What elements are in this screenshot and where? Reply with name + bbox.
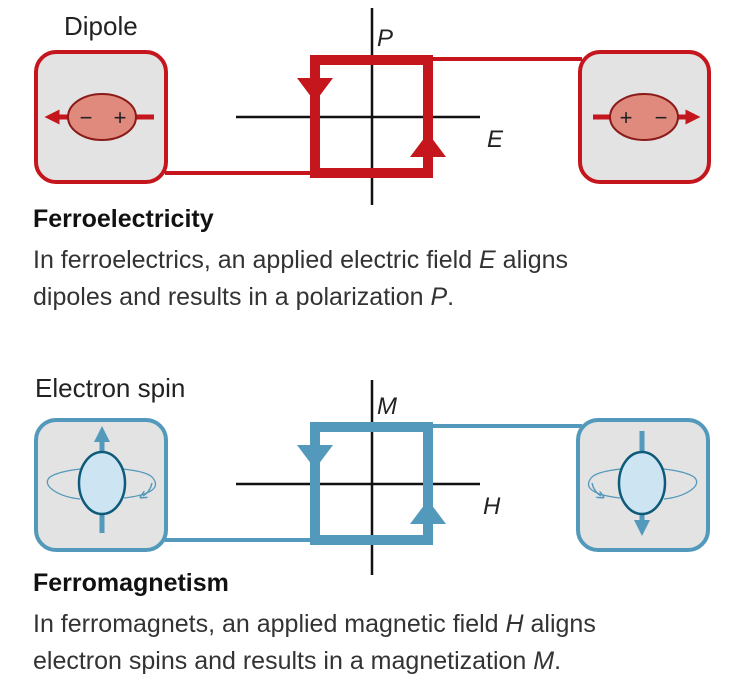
rotation-arrow-icon xyxy=(143,482,153,496)
electron-icon xyxy=(617,450,667,516)
spin-box-right xyxy=(576,418,710,552)
dipole-icon xyxy=(67,93,137,141)
x-axis-label: E xyxy=(487,126,504,153)
dipole-label: Dipole xyxy=(64,11,138,41)
minus-sign: − xyxy=(655,105,668,130)
plus-sign: + xyxy=(114,105,127,130)
hysteresis-loop xyxy=(310,55,433,178)
dipole-box-right: + − xyxy=(578,50,711,184)
y-axis-label: M xyxy=(377,393,397,420)
description-line-1: In ferroelectrics, an applied electric f… xyxy=(33,246,568,274)
description-line-2: electron spins and results in a magnetiz… xyxy=(33,647,561,675)
description-line-2: dipoles and results in a polarization P. xyxy=(33,283,454,311)
arrow-up-icon xyxy=(410,133,446,157)
dipole-icon xyxy=(609,93,679,141)
electron-icon xyxy=(77,450,127,516)
hysteresis-loop xyxy=(310,422,433,545)
arrow-up-icon xyxy=(410,500,446,524)
dipole-box-left: − + xyxy=(34,50,168,184)
rotation-arrow-icon xyxy=(591,482,601,496)
description-line-1: In ferromagnets, an applied magnetic fie… xyxy=(33,610,596,638)
electron-spin-label: Electron spin xyxy=(35,373,185,403)
spin-box-left xyxy=(34,418,168,552)
y-axis-label: P xyxy=(377,25,393,52)
arrow-down-icon xyxy=(297,445,333,469)
ferroelectricity-heading: Ferroelectricity xyxy=(33,205,214,233)
ferromagnetism-heading: Ferromagnetism xyxy=(33,569,229,597)
arrow-down-icon xyxy=(297,78,333,102)
plus-sign: + xyxy=(620,105,633,130)
x-axis-label: H xyxy=(483,493,501,520)
minus-sign: − xyxy=(80,105,93,130)
ferromagnetism-panel: Electron spin M H Ferromagnetism In ferr… xyxy=(33,373,710,675)
ferroelectricity-panel: Dipole − + + − P E Ferroelectricity xyxy=(33,8,711,311)
